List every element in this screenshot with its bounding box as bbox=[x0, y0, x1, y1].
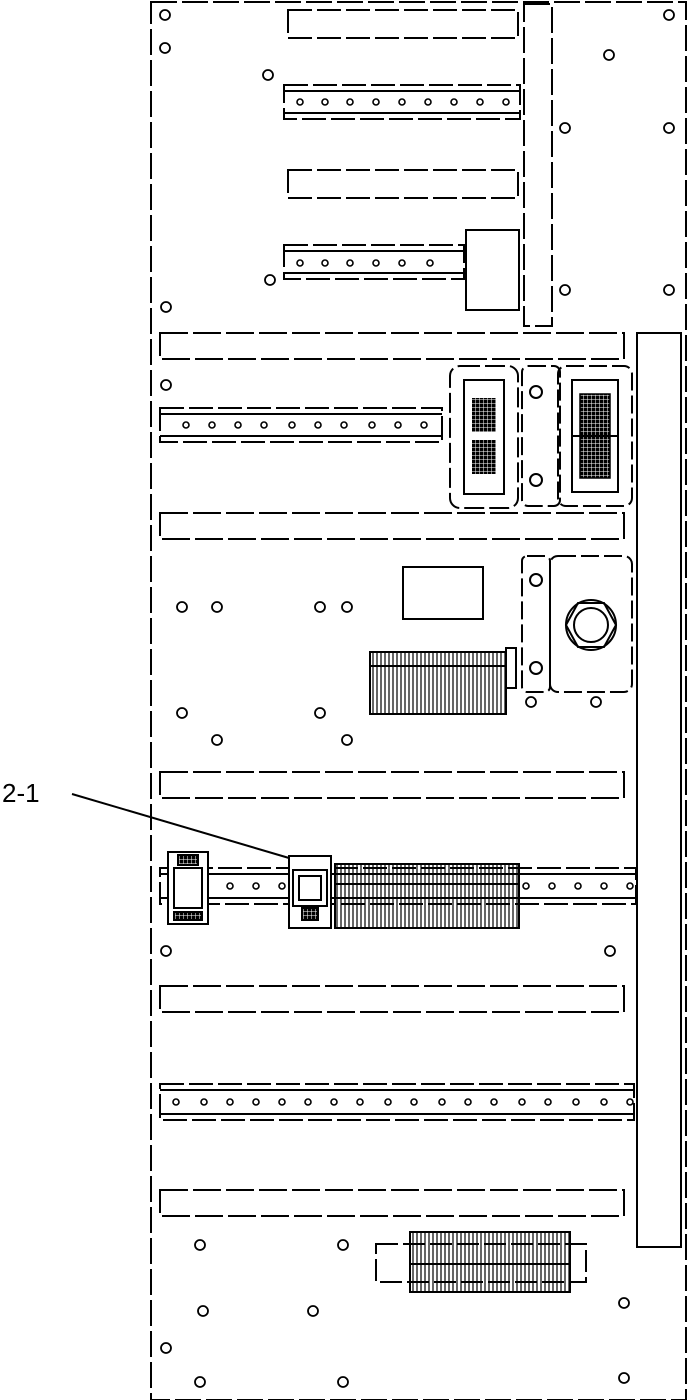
multi-pin-connector-right bbox=[521, 365, 633, 507]
callout-label-2-1: 2-1 bbox=[2, 778, 40, 808]
multi-pin-connector-left bbox=[449, 365, 519, 509]
duct-h-1 bbox=[159, 332, 625, 360]
din-rail-lower-holes bbox=[226, 882, 634, 890]
terminal-block-middle bbox=[369, 647, 517, 715]
duct-top-2 bbox=[287, 169, 519, 199]
mounting-holes bbox=[159, 9, 675, 1388]
component-box-top bbox=[465, 229, 520, 311]
din-rail-mid-1-holes bbox=[182, 421, 428, 429]
callout-leader-line bbox=[71, 793, 290, 859]
din-rail-top-1-holes bbox=[296, 98, 510, 106]
duct-top-1 bbox=[287, 9, 519, 39]
din-rail-top-2-holes bbox=[296, 259, 434, 267]
relay-module-2-1 bbox=[288, 855, 332, 929]
din-rail-bottom-holes bbox=[172, 1098, 634, 1106]
terminal-block-bottom bbox=[375, 1231, 587, 1293]
backplate-outline bbox=[150, 1, 687, 1400]
vertical-duct-right bbox=[636, 332, 682, 1248]
duct-h-2 bbox=[159, 512, 625, 540]
vertical-duct-upper bbox=[523, 3, 553, 327]
din-rail-bottom bbox=[159, 1083, 635, 1121]
circular-connector bbox=[521, 555, 633, 693]
relay-module-left bbox=[167, 851, 209, 925]
connector-left-pins bbox=[472, 398, 496, 474]
duct-h-3 bbox=[159, 771, 625, 799]
din-rail-top-1 bbox=[283, 84, 521, 120]
din-rail-mid-1 bbox=[159, 407, 443, 443]
duct-h-5 bbox=[159, 1189, 625, 1217]
label-plate bbox=[402, 566, 484, 620]
duct-h-4 bbox=[159, 985, 625, 1013]
din-rail-top-2 bbox=[283, 244, 465, 280]
terminal-block-lower bbox=[334, 863, 520, 929]
